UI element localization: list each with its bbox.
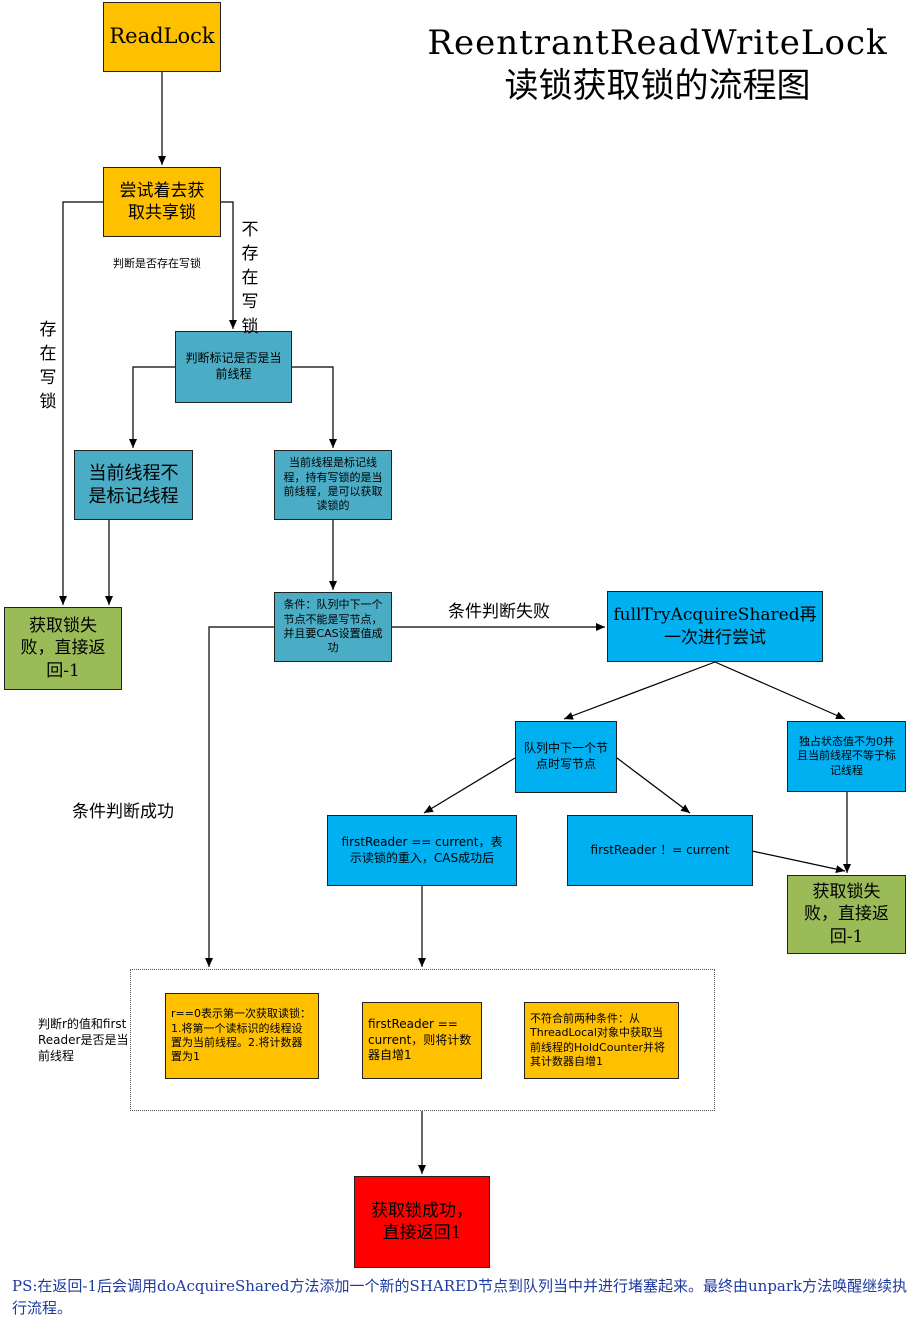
node-condition: 条件：队列中下一个节点不能是写节点，并且要CAS设置值成功: [274, 592, 392, 662]
node-first-eq: firstReader == current，表示读锁的重入，CAS成功后: [327, 815, 517, 886]
edge-full-try-to-next-writer: [563, 661, 716, 720]
label-has-write: 存在写锁: [39, 320, 57, 413]
label-check-write: 判断是否存在写锁: [113, 257, 201, 270]
title-line-1: ReentrantReadWriteLock: [427, 23, 888, 63]
node-fail-right: 获取锁失败，直接返回-1: [787, 875, 906, 954]
title-line-2: 读锁获取锁的流程图: [504, 65, 811, 106]
edge-try-to-check-mark: [221, 201, 237, 329]
node-next-writer: 队列中下一个节点时写节点: [515, 721, 617, 793]
edge-next-writer-to-first-ne: [616, 757, 691, 814]
node-readlock: ReadLock: [103, 2, 221, 72]
node-check-mark: 判断标记是否是当前线程: [175, 331, 292, 403]
label-no-write: 不存在写锁: [241, 220, 259, 337]
node-not-mark: 当前线程不是标记线程: [74, 450, 193, 520]
edge-try-to-fail-left: [59, 201, 103, 605]
node-exclusive: 独占状态值不为0并且当前线程不等于标记线程: [787, 721, 906, 792]
node-full-try: fullTryAcquireShared再一次进行尝试: [607, 591, 823, 662]
edge-first-ne-to-fail-right: [751, 850, 846, 874]
diagram-title: ReentrantReadWriteLock 读锁获取锁的流程图: [420, 22, 895, 107]
node-r-zero: r==0表示第一次获取读锁：1.将第一个读标识的线程设置为当前线程。2.将计数器…: [165, 993, 319, 1079]
edge-check-to-not-mark: [129, 366, 175, 448]
footnote: PS:在返回-1后会调用doAcquireShared方法添加一个新的SHARE…: [12, 1277, 908, 1317]
node-first-ne: firstReader ！= current: [567, 815, 753, 886]
label-cond-fail: 条件判断失败: [448, 602, 550, 622]
node-fail-left: 获取锁失败，直接返回-1: [4, 607, 122, 690]
node-try-shared: 尝试着去获取共享锁: [103, 167, 221, 237]
node-other: 不符合前两种条件：从ThreadLocal对象中获取当前线程的HoldCount…: [524, 1002, 679, 1079]
edge-check-to-is-mark: [292, 366, 337, 448]
node-is-mark: 当前线程是标记线程，持有写锁的是当前线程，是可以获取读锁的: [274, 450, 392, 520]
edge-condition-to-judge: [205, 626, 274, 967]
edge-full-try-to-exclusive: [714, 661, 846, 720]
judge-group-frame: [130, 969, 715, 1111]
label-judge-r: 判断r的值和firstReader是否是当前线程: [38, 1017, 129, 1064]
node-success: 获取锁成功，直接返回1: [354, 1176, 490, 1268]
edge-next-writer-to-first-eq: [423, 757, 516, 814]
node-first-inc: firstReader == current，则将计数器自增1: [362, 1002, 482, 1079]
label-cond-success: 条件判断成功: [72, 802, 174, 822]
